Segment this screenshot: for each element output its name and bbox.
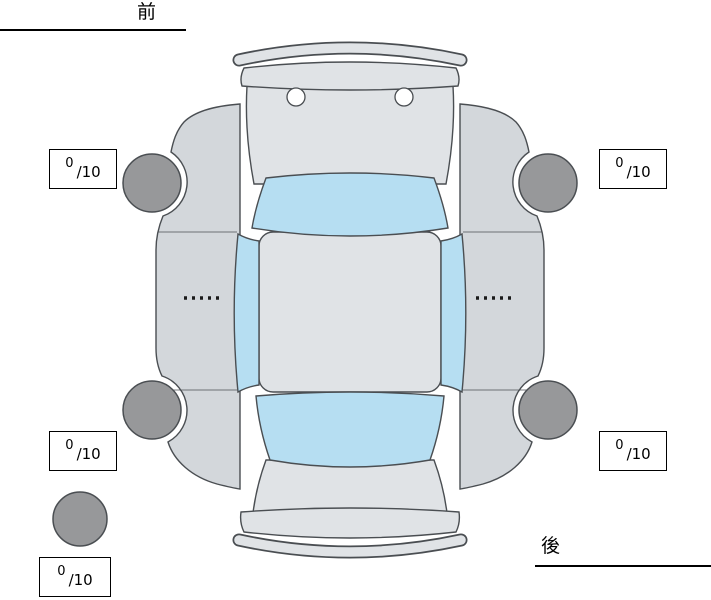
tire-front-left (122, 153, 182, 213)
rear-bumper (239, 507, 461, 539)
left-side-panel (155, 103, 241, 490)
score-denominator: /10 (626, 163, 651, 181)
hood-circle-right (394, 87, 414, 107)
front-bumper-trim (232, 41, 468, 67)
windshield (251, 172, 449, 237)
front-underline (0, 29, 186, 31)
rear-window (255, 391, 445, 468)
rear-label-text: 後 (541, 535, 561, 557)
score-box-front-right: 0 /10 (599, 149, 667, 189)
rear-bumper-trim (232, 533, 468, 559)
score-box-spare: 0 /10 (39, 557, 111, 597)
tire-rear-left (122, 380, 182, 440)
tire-spare (52, 491, 108, 547)
front-label-text: 前 (137, 1, 157, 23)
right-side-window (440, 232, 467, 394)
hood (245, 85, 455, 185)
score-denominator: /10 (626, 445, 651, 463)
score-value: 0 (615, 437, 624, 453)
score-value: 0 (57, 563, 66, 579)
tire-rear-right (518, 380, 578, 440)
score-box-rear-right: 0 /10 (599, 431, 667, 471)
rear-label: 後 (541, 537, 560, 556)
left-side-window (233, 232, 260, 394)
score-denominator: /10 (76, 445, 101, 463)
front-label: 前 (137, 3, 156, 22)
rear-underline (535, 565, 711, 567)
score-value: 0 (615, 155, 624, 171)
front-bumper (240, 61, 460, 91)
score-value: 0 (65, 155, 74, 171)
tire-front-right (518, 153, 578, 213)
hood-circle-left (286, 87, 306, 107)
score-value: 0 (65, 437, 74, 453)
trunk (252, 459, 448, 514)
score-denominator: /10 (76, 163, 101, 181)
score-box-front-left: 0 /10 (49, 149, 117, 189)
score-denominator: /10 (68, 571, 93, 589)
roof (258, 231, 442, 393)
score-box-rear-left: 0 /10 (49, 431, 117, 471)
